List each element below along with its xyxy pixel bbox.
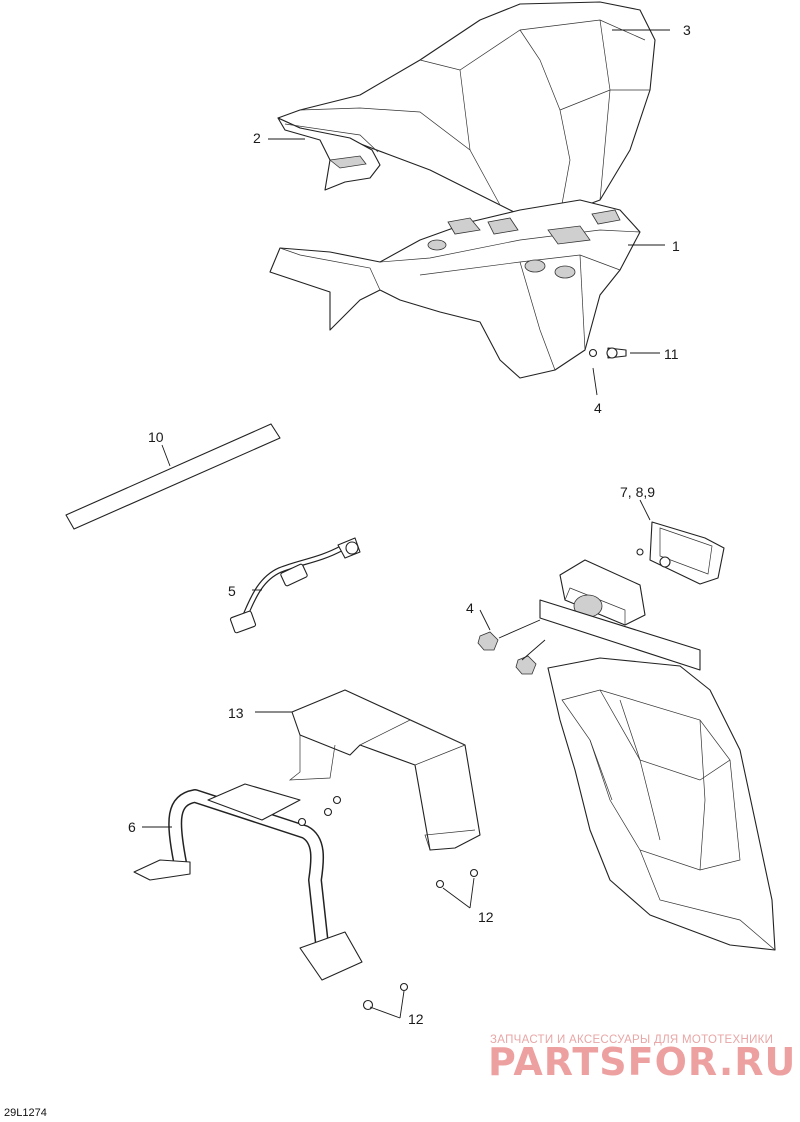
callout-6: 6 <box>128 819 136 835</box>
callout-11: 11 <box>664 346 679 362</box>
callout-12-upper: 12 <box>478 909 494 925</box>
watermark-brand: PARTSFOR.RU <box>488 1040 796 1084</box>
callout-4-upper: 4 <box>594 400 602 416</box>
seat-base-part-1[interactable] <box>269 199 641 379</box>
leader-lines <box>142 29 670 1019</box>
callout-2: 2 <box>253 130 261 146</box>
callout-13: 13 <box>228 705 244 721</box>
tail-light-part-7-8-9[interactable] <box>636 521 725 585</box>
callout-1: 1 <box>672 238 680 254</box>
callout-3: 3 <box>683 22 691 38</box>
seat-part-3[interactable] <box>277 1 656 216</box>
nut-part-4[interactable] <box>477 631 537 675</box>
decal-strip-part-10[interactable] <box>65 423 281 530</box>
callout-12-lower: 12 <box>408 1011 424 1027</box>
diagram-code: 29L1274 <box>4 1107 47 1119</box>
watermark-subtitle: ЗАПЧАСТИ И АКСЕССУАРЫ ДЛЯ МОТОТЕХНИКИ <box>490 1034 773 1046</box>
callout-labels: 3 2 1 11 4 10 7, 8,9 5 4 13 6 12 12 <box>128 22 691 1027</box>
bolt-part-11[interactable] <box>588 347 627 359</box>
cover-part-13[interactable] <box>288 689 481 851</box>
rack-part-6[interactable] <box>133 783 363 981</box>
watermark: ЗАПЧАСТИ И АКСЕССУАРЫ ДЛЯ МОТОТЕХНИКИ PA… <box>488 1034 796 1084</box>
callout-5: 5 <box>228 583 236 599</box>
callout-7-8-9: 7, 8,9 <box>620 484 655 500</box>
tail-light-housing[interactable] <box>539 559 701 671</box>
seat-bracket-part-2[interactable] <box>277 117 381 191</box>
wiring-harness-part-5[interactable] <box>229 537 361 634</box>
rear-body-panel[interactable] <box>547 657 776 951</box>
nut-part-12[interactable] <box>297 795 479 1011</box>
callout-4-lower: 4 <box>466 600 474 616</box>
callout-10: 10 <box>148 429 164 445</box>
